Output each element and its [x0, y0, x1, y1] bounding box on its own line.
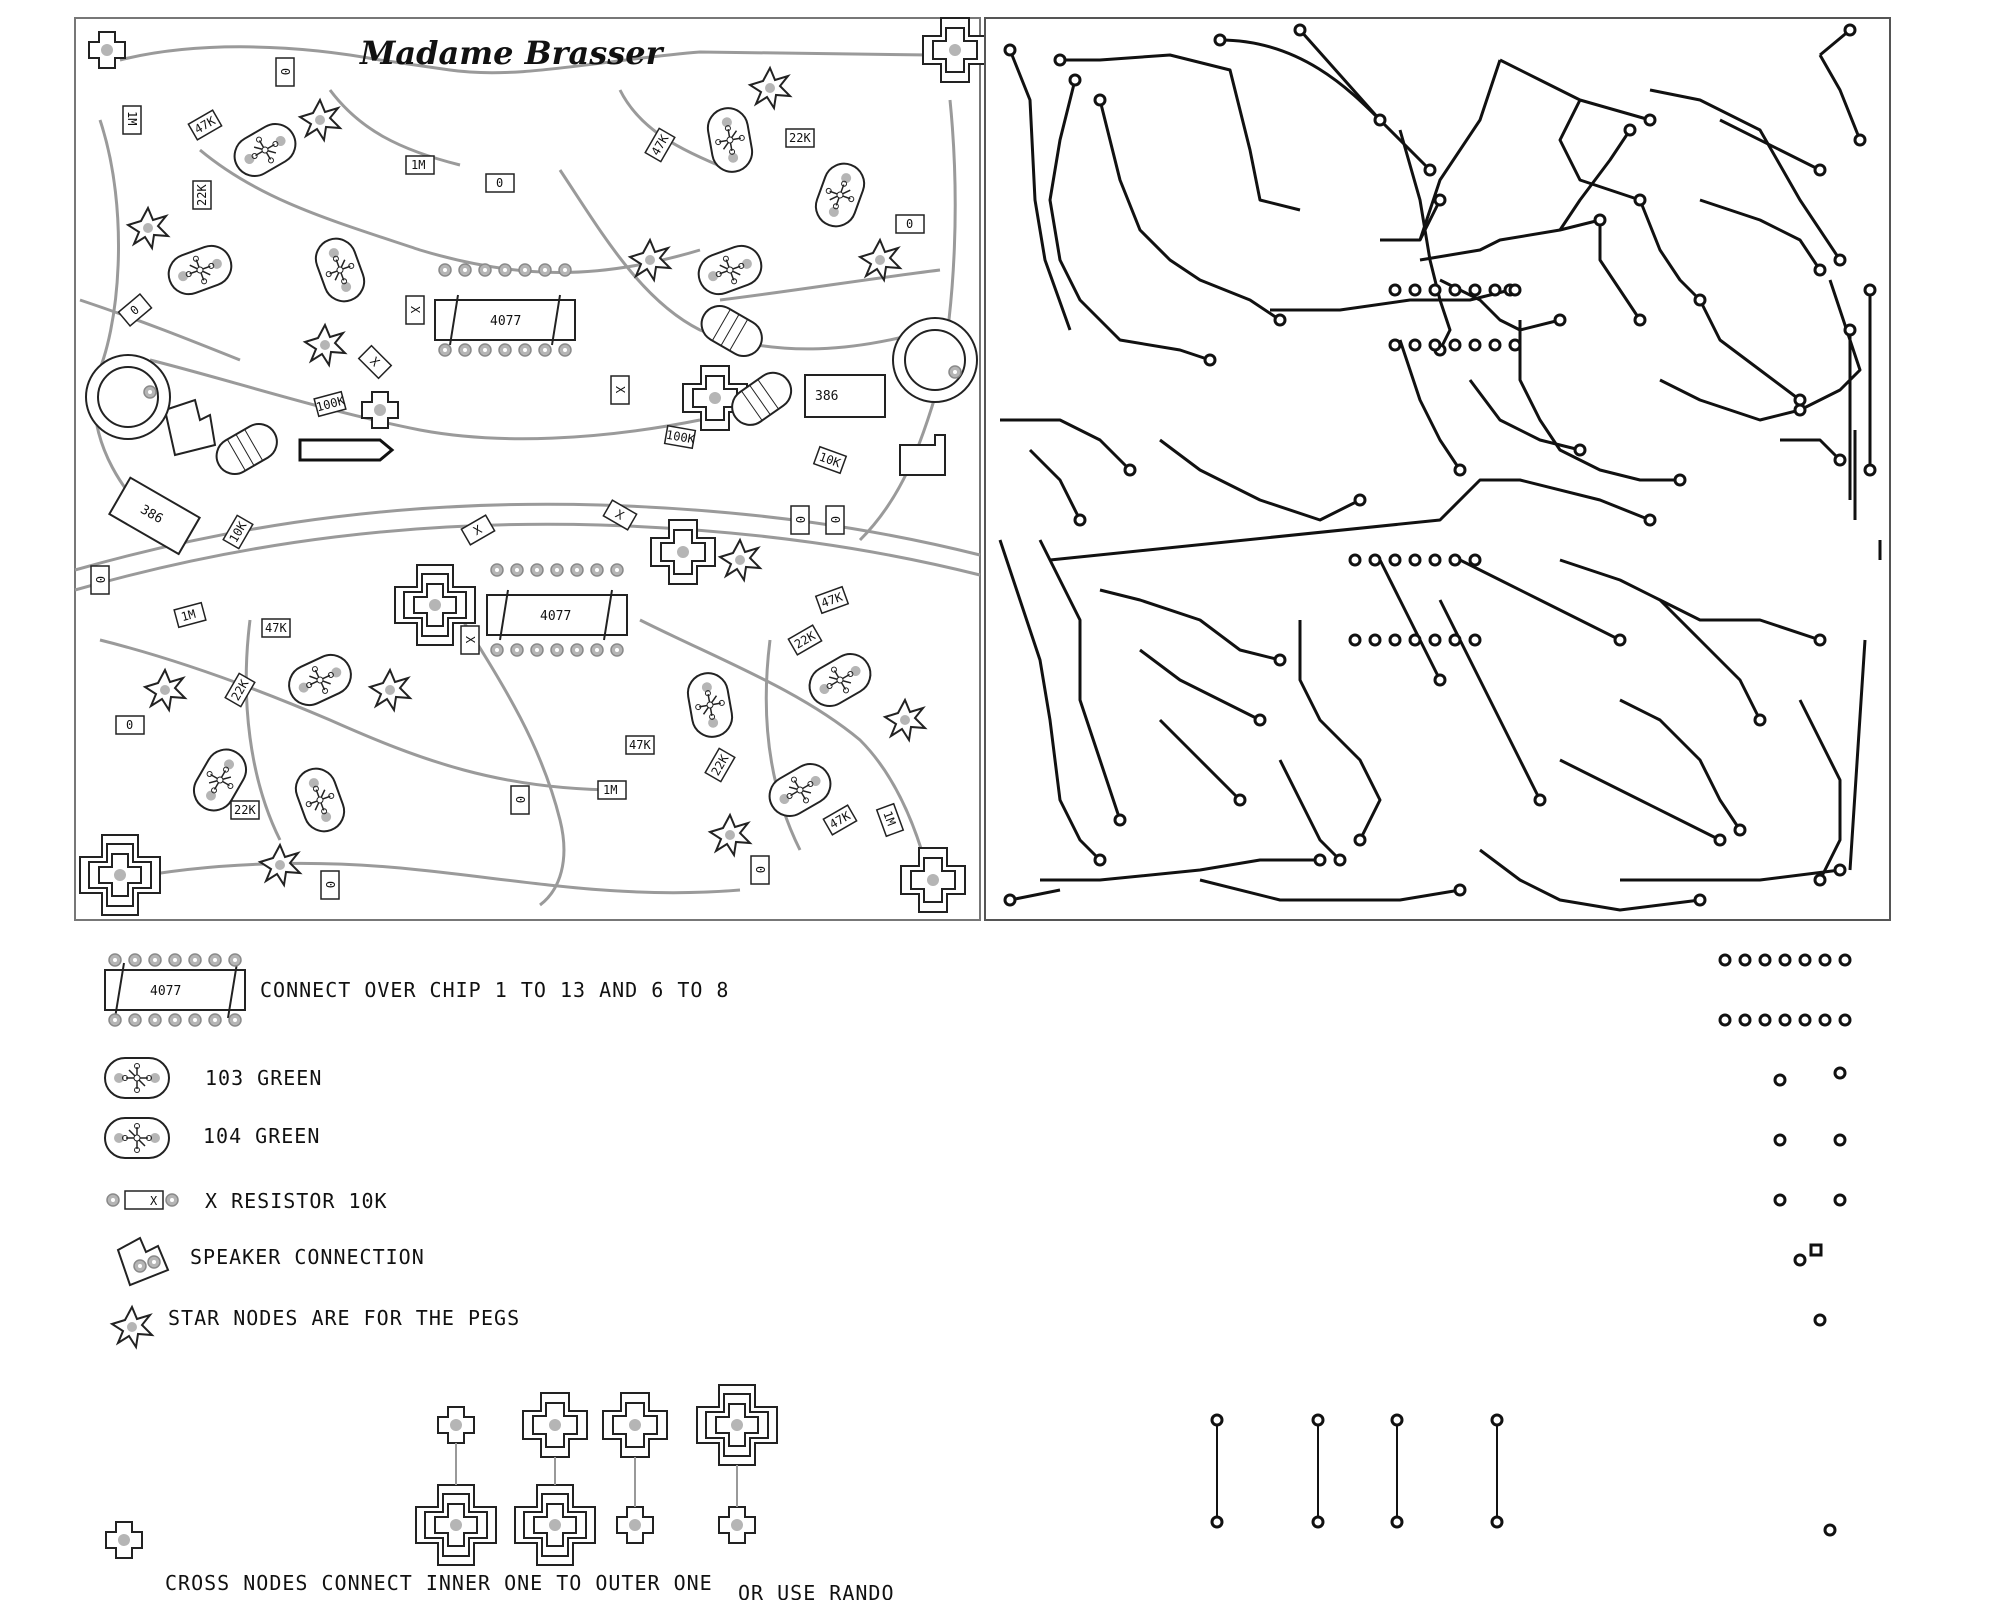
x-resistor-label: X [408, 306, 422, 314]
resistor-label: 22K [789, 131, 811, 145]
resistor-label: 100K [665, 428, 697, 447]
resistors: 1M 47K 22K 10K 100K 1M 47K 22K 10K 100K … [122, 105, 904, 837]
spare-pads [1718, 953, 1852, 1537]
x-resistors: X X X X X X [357, 295, 638, 655]
zero-pad-label: 0 [93, 576, 107, 583]
speaker-connectors-board [163, 398, 946, 476]
legend-x-resistor: X RESISTOR 10K [205, 1189, 388, 1213]
chip-label-top: 4077 [490, 314, 521, 329]
legend-x-resistor-mark: X [150, 1194, 158, 1208]
copper-side-board [984, 17, 1891, 921]
legend-speaker: SPEAKER CONNECTION [190, 1245, 425, 1269]
jumper-wires [1210, 1413, 1504, 1529]
zero-pad-label: 0 [906, 217, 913, 231]
legend-rando: OR USE RANDO [738, 1581, 895, 1600]
legend-photocell-104-icon [104, 1117, 170, 1159]
legend-photocell-103-icon [104, 1057, 170, 1099]
legend-star-icon [111, 1306, 153, 1348]
resistor-label: 1M [179, 607, 197, 624]
zero-pad-label: 0 [513, 796, 527, 803]
zero-pad-label: 0 [793, 516, 807, 523]
zero-pad-label: 0 [278, 68, 292, 75]
resistor-label: 1M [603, 783, 617, 797]
ic-chip-right: 386 [804, 374, 886, 418]
zero-pad-label: 0 [323, 881, 337, 888]
zero-pad-label: 0 [126, 718, 133, 732]
resistor-label: 47K [629, 738, 651, 752]
component-side-board: Madame Brasser 4077 4077 386 386 [74, 17, 988, 921]
x-resistor-label: X [613, 386, 627, 394]
legend-x-resistor-icon: X [106, 1190, 179, 1210]
potentiometers [85, 317, 978, 440]
zero-pad-label: 0 [496, 176, 503, 190]
legend-chip-label: 4077 [150, 984, 181, 999]
resistor-label: 22K [195, 184, 209, 206]
legend-chip-note: CONNECT OVER CHIP 1 TO 13 AND 6 TO 8 [260, 978, 729, 1002]
legend-cross-nodes-text: CROSS NODES CONNECT INNER ONE TO OUTER O… [165, 1571, 713, 1595]
legend-photocell-104: 104 GREEN [203, 1124, 320, 1148]
ic-chip-left: 386 [107, 476, 202, 556]
resistor-label: 1M [880, 809, 898, 827]
zero-pad-label: 0 [828, 516, 842, 523]
resistor-label: 47K [265, 621, 287, 635]
legend-cross-nodes [105, 1384, 778, 1566]
legend-chip: 4077 [104, 953, 246, 1027]
zero-pad-label: 0 [753, 866, 767, 873]
legend-photocell-103: 103 GREEN [205, 1066, 322, 1090]
zero-pads: 0 0 0 0 0 0 0 0 0 0 0 [90, 57, 925, 900]
chip-label-right: 386 [815, 389, 838, 404]
capacitors [215, 305, 793, 475]
resistor-label: 1M [411, 158, 425, 172]
resistor-label: 1M [125, 111, 139, 125]
ic-chip-top: 4077 [434, 294, 576, 346]
board-title: Madame Brasser [359, 34, 665, 72]
chip-label-bottom: 4077 [540, 609, 571, 624]
legend-speaker-icon [116, 1236, 170, 1287]
legend: 4077 CONNECT OVER CHIP 1 TO 13 AND 6 TO … [104, 953, 895, 1600]
x-resistor-label: X [463, 636, 477, 644]
resistor-label: 22K [234, 803, 256, 817]
legend-star: STAR NODES ARE FOR THE PEGS [168, 1306, 520, 1330]
ic-chip-bottom: 4077 [486, 589, 628, 641]
